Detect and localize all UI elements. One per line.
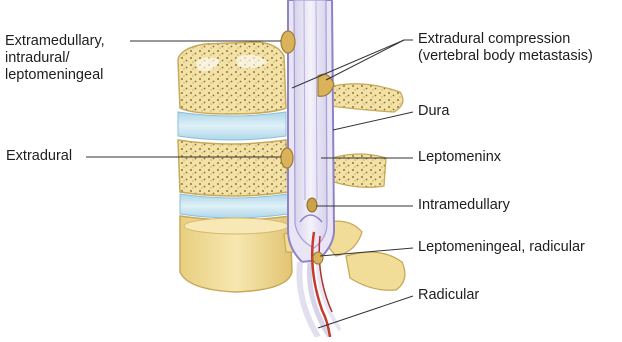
label-extradural: Extradural <box>6 148 72 165</box>
label-leptomeninx: Leptomeninx <box>418 149 501 166</box>
disc-upper <box>178 112 286 140</box>
vertebral-body-upper <box>178 42 286 114</box>
lesion-leptomeningeal-radicular <box>313 252 323 264</box>
disc-lower <box>180 194 288 218</box>
label-intramedullary: Intramedullary <box>418 197 510 214</box>
label-extradural-compression: Extradural compression (vertebral body m… <box>418 31 593 65</box>
label-extramedullary-intradural-leptomeningeal: Extramedullary, intradural/ leptomeninge… <box>5 33 105 84</box>
leader-dura <box>333 112 413 130</box>
vertebral-body-lower <box>180 216 292 292</box>
leader-compression-b <box>326 40 404 80</box>
label-radicular: Radicular <box>418 287 479 304</box>
lesion-extramedullary <box>281 31 295 53</box>
lesion-extradural <box>281 148 293 168</box>
label-leptomeningeal-radicular: Leptomeningeal, radicular <box>418 239 585 256</box>
lesion-intramedullary <box>307 198 317 212</box>
vertebral-body-middle <box>178 140 288 196</box>
leader-radicular <box>318 296 413 328</box>
label-dura: Dura <box>418 103 449 120</box>
